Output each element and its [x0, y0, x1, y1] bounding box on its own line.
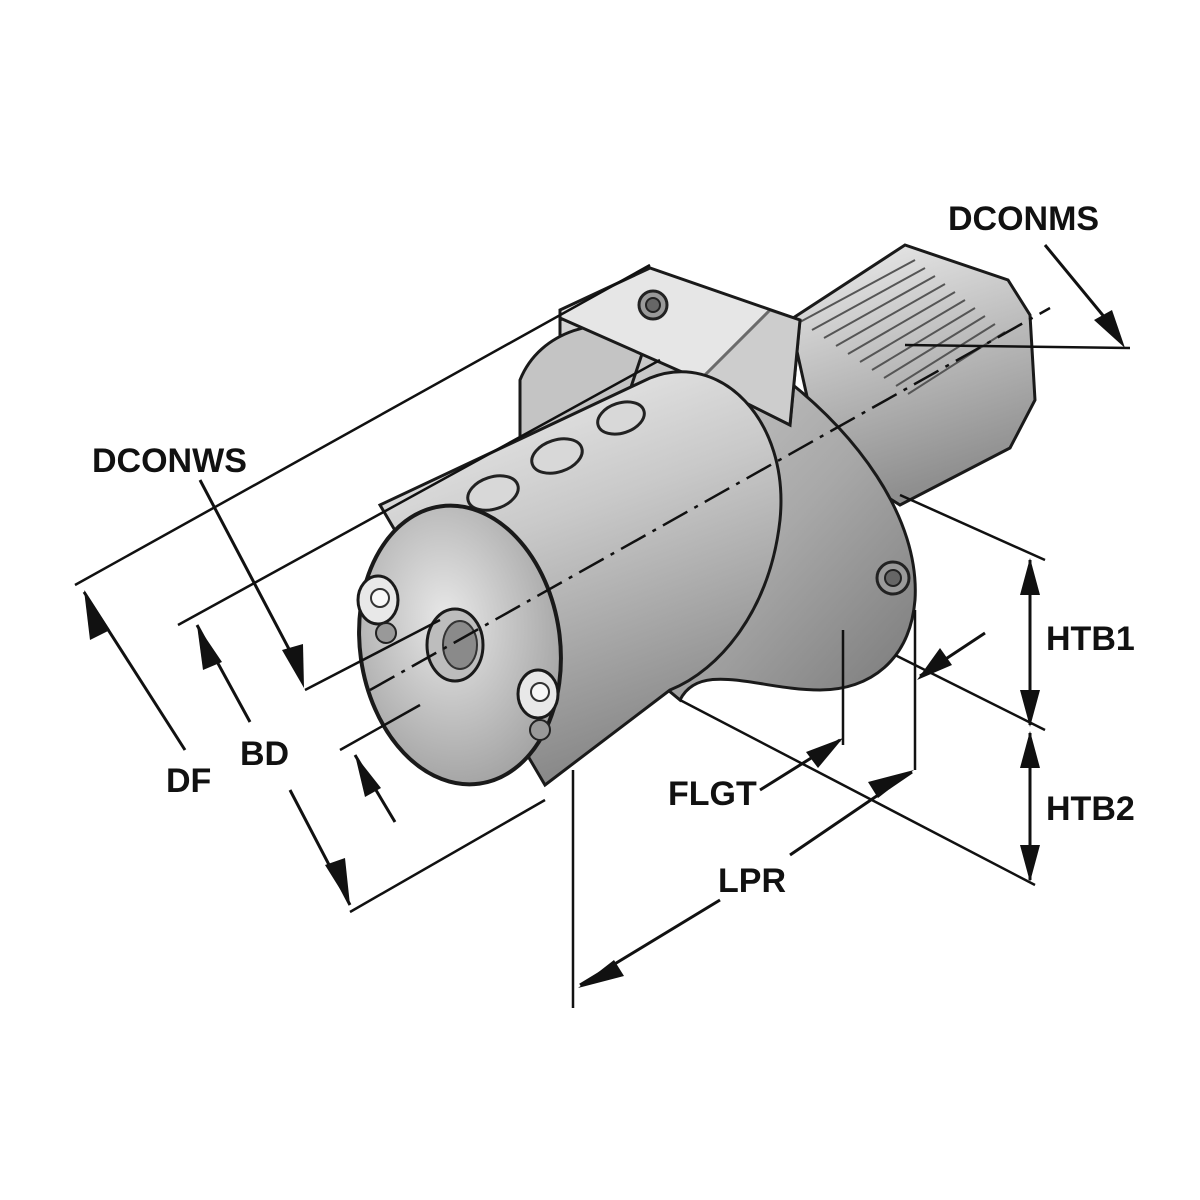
dim-df	[74, 263, 651, 914]
center-axis	[369, 306, 1051, 692]
coolant-screw-lower	[516, 668, 560, 741]
front-face	[356, 503, 563, 787]
side-hole	[466, 474, 520, 512]
label-flgt: FLGT	[668, 775, 757, 813]
label-dconws: DCONWS	[92, 442, 247, 480]
label-lpr: LPR	[718, 862, 786, 900]
dim-dconws	[177, 358, 661, 692]
main-cylinder	[377, 370, 783, 788]
label-bd: BD	[240, 735, 289, 773]
dim-bd	[195, 624, 421, 823]
dim-flgt	[759, 610, 986, 792]
dim-lpr	[571, 698, 1036, 1008]
label-htb1: HTB1	[1046, 620, 1135, 658]
side-hole	[596, 400, 646, 436]
dim-dconms	[904, 244, 1131, 350]
label-htb2: HTB2	[1046, 790, 1135, 828]
clamp-block	[558, 266, 802, 428]
dimension-lines	[74, 244, 1131, 1008]
coolant-screw-upper	[356, 574, 400, 644]
dimension-labels: DCONMS DCONWS DF BD FLGT LPR HTB1 HTB2	[92, 200, 1135, 900]
tool-holder-body	[356, 243, 1051, 788]
dim-htb	[894, 493, 1046, 882]
label-dconms: DCONMS	[948, 200, 1099, 238]
side-hole	[530, 437, 584, 475]
label-df: DF	[166, 762, 211, 800]
